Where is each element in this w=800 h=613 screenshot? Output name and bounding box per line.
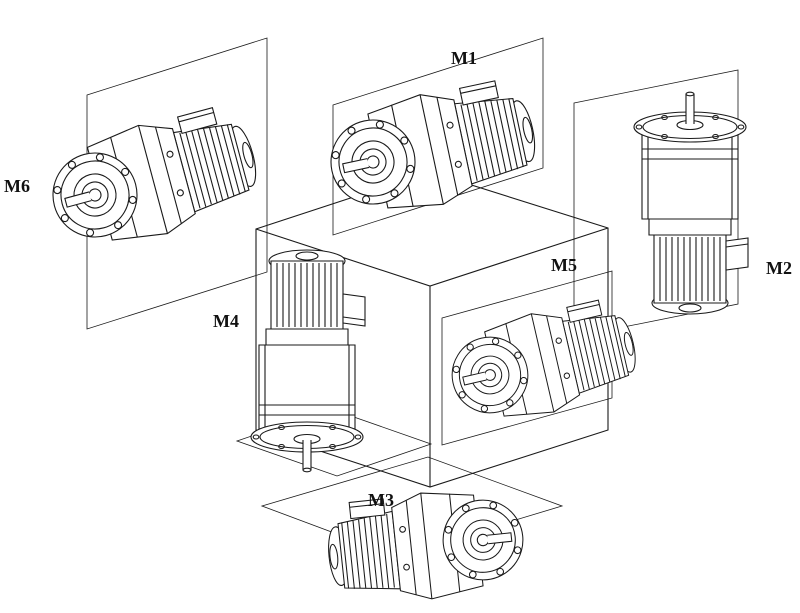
plane-m5 <box>441 270 613 446</box>
plane-m6 <box>86 37 268 330</box>
plane-m2 <box>573 69 739 338</box>
label-m2: M2 <box>766 258 792 278</box>
label-m4: M4 <box>213 311 239 331</box>
label-m5: M5 <box>551 255 577 275</box>
label-m1: M1 <box>451 48 477 68</box>
gearmotor-m5 <box>441 292 645 434</box>
gearmotor-m6 <box>39 98 268 261</box>
label-m3: M3 <box>368 490 394 510</box>
mounting-cube <box>255 171 609 488</box>
label-m6: M6 <box>4 176 30 196</box>
gearmotor-m3 <box>322 482 529 610</box>
gearmotor-m2 <box>633 91 749 315</box>
gearmotor-m4 <box>250 249 366 473</box>
gearmotor-m1 <box>319 72 545 227</box>
plane-m1 <box>332 37 544 236</box>
